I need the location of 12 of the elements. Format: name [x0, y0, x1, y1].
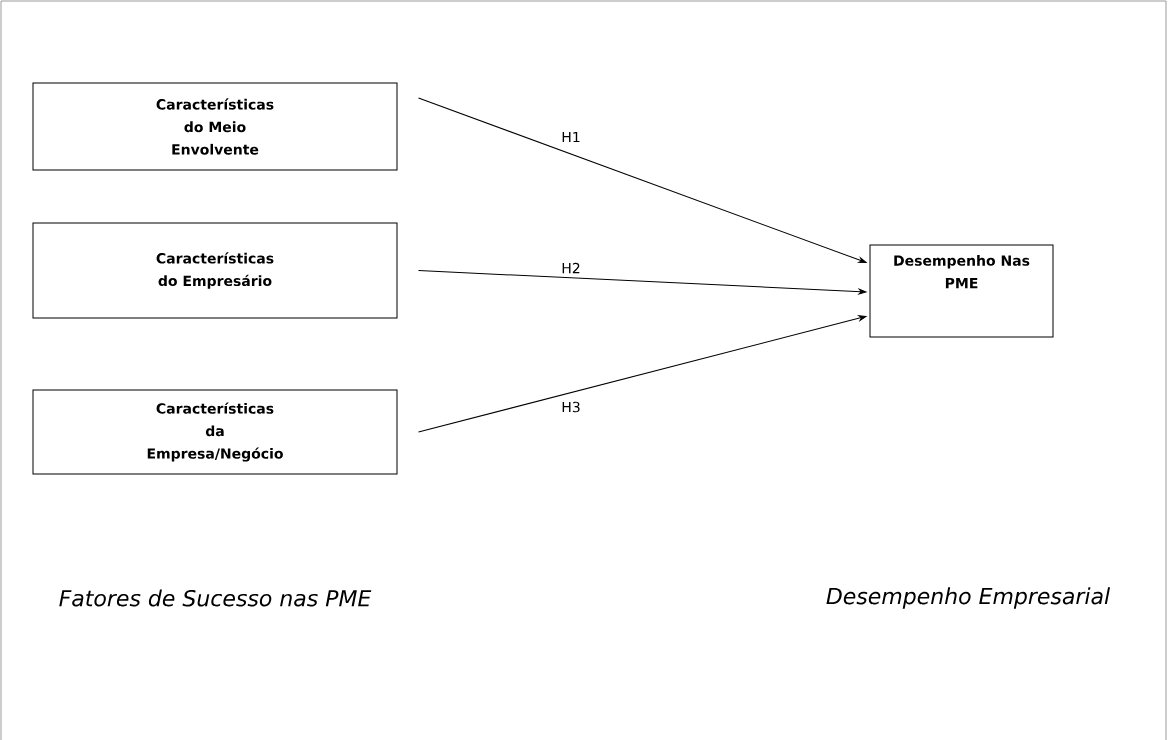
text-box: Características do Empresário [32, 222, 398, 319]
edge-label: H1 [560, 130, 582, 144]
edge-label: H2 [560, 261, 582, 275]
arrow [418, 270, 867, 295]
section-caption: Desempenho Empresarial [826, 587, 1111, 609]
section-caption: Fatores de Sucesso nas PME [59, 589, 372, 607]
text-box: Características da Empresa/Negócio [32, 389, 398, 475]
arrow [418, 97, 867, 263]
text-box: Características do Meio Envolvente [32, 82, 398, 171]
edge-label: H3 [560, 400, 582, 414]
arrow [418, 315, 867, 433]
text-box: Desempenho Nas PME [869, 244, 1054, 338]
